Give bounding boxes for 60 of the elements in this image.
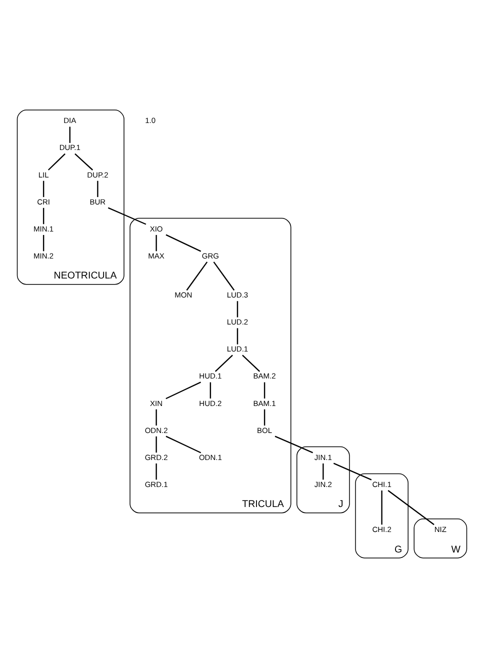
connector [166,234,202,252]
node-text: MIN.2 [34,250,54,260]
connector [213,261,235,290]
connector [74,152,94,170]
node-text: ODN.1 [198,452,222,462]
node-text: MIN.1 [34,224,54,233]
node-text: JIN.1 [314,452,332,462]
connector [381,490,382,524]
node-text: XIO [150,224,163,233]
connector [274,435,314,453]
node-text: BOL [257,425,272,434]
connector [156,436,157,452]
node-text: LUD.2 [226,317,248,326]
node-text: GRD.1 [144,479,168,488]
connector [388,490,434,525]
connector [333,462,372,480]
node-text: LIL [38,170,49,179]
connector [166,435,202,453]
connector [264,408,266,426]
node-text: CHI.2 [372,524,392,534]
connector [242,354,260,372]
node-text: XIN [150,398,163,408]
connector [156,234,157,251]
connector [97,180,98,197]
node-text: GRG [202,250,219,260]
connector [42,207,44,224]
connector [156,462,157,480]
connector [42,234,44,251]
connector [264,382,266,398]
node-text: CRI [37,196,50,206]
node-text: GRD.2 [144,452,168,462]
node-text: HUD.2 [199,398,222,408]
node-text: BAM.1 [253,398,276,408]
connector [69,126,70,142]
node-text: NIZ [434,524,446,534]
node-text: JIN.2 [314,479,332,488]
node-text: DUP.2 [87,170,108,179]
connector [322,462,324,480]
node-text: DIA [64,116,76,125]
node-text: LUD.3 [226,290,248,300]
connector [166,381,202,399]
connector [210,382,212,398]
node-text: BAM.2 [253,371,276,380]
node-text: BUR [90,196,106,206]
node-text: ODN.2 [144,425,168,434]
connector [108,206,146,224]
connector [236,328,238,344]
connector [48,152,66,170]
connector [214,354,233,372]
node-text: HUD.1 [199,371,222,380]
connector [236,300,238,317]
connector [156,408,157,426]
node-text: MON [174,290,192,300]
label: 1.0 [145,116,156,125]
node-text: DUP.1 [59,142,80,152]
node-text: LUD.1 [226,344,248,354]
connector [186,261,208,290]
connector [42,180,44,197]
node-text: MAX [148,250,164,260]
node-text: CHI.1 [372,479,392,488]
